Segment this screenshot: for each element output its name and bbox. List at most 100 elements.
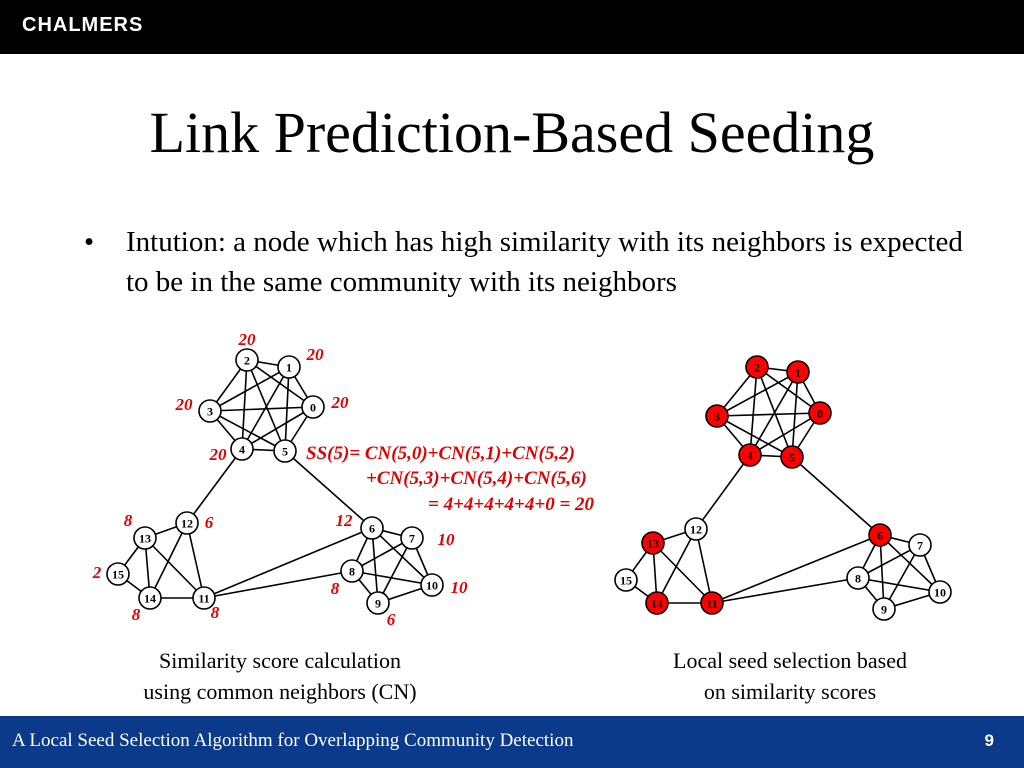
node-label: 9	[375, 597, 381, 611]
graph-node	[192, 586, 216, 610]
node-label: 4	[747, 449, 753, 463]
node-label: 15	[620, 574, 632, 588]
graph-node	[360, 516, 384, 540]
graph-edge	[371, 527, 379, 604]
graph-node	[786, 360, 810, 384]
graph-edge	[716, 412, 821, 417]
similarity-score-label: 20	[331, 393, 350, 412]
graph-node	[684, 517, 708, 541]
node-label: 14	[144, 592, 156, 606]
similarity-score-label: 6	[205, 513, 214, 532]
node-label: 6	[369, 522, 375, 536]
graph-edge	[284, 366, 290, 452]
node-label: 13	[647, 537, 659, 551]
similarity-score-label: 12	[336, 511, 354, 530]
graph-edge	[749, 412, 821, 456]
similarity-score-label: 10	[438, 530, 456, 549]
graph-edge	[241, 366, 290, 450]
similarity-score-label: 8	[331, 579, 340, 598]
graph-node	[928, 580, 952, 604]
graph-node	[277, 355, 301, 379]
graph-node	[366, 591, 390, 615]
slide-title: Link Prediction-Based Seeding	[149, 100, 875, 165]
graph-edge	[186, 448, 243, 524]
graph-edge	[186, 522, 205, 599]
graph-node	[908, 533, 932, 557]
node-label: 12	[690, 523, 702, 537]
node-label: 8	[855, 572, 861, 586]
footer-title: A Local Seed Selection Algorithm for Ove…	[12, 730, 574, 751]
graph-edge	[791, 371, 799, 458]
node-label: 7	[409, 532, 415, 546]
graph-node	[230, 437, 254, 461]
graph-edge	[149, 522, 188, 599]
left-caption-line-1: Similarity score calculation	[159, 648, 401, 673]
graph-edge	[749, 366, 758, 456]
graph-node	[846, 566, 870, 590]
graph-node	[808, 401, 832, 425]
similarity-score-label: 20	[306, 345, 325, 364]
node-label: 12	[181, 517, 193, 531]
node-label: 10	[934, 586, 946, 600]
graph-node	[645, 591, 669, 615]
graph-edge	[241, 406, 314, 450]
graph-node	[614, 568, 638, 592]
formula-line-2: +CN(5,3)+CN(5,4)+CN(5,6)	[366, 468, 587, 489]
node-label: 2	[244, 354, 250, 368]
graph-node	[198, 399, 222, 423]
similarity-score-label: 20	[238, 330, 257, 349]
page-number: 9	[984, 731, 994, 750]
similarity-score-label: 20	[175, 395, 194, 414]
graph-node	[868, 523, 892, 547]
similarity-score-label: 20	[209, 445, 228, 464]
node-label: 9	[881, 603, 887, 617]
graph-node	[738, 443, 762, 467]
left-caption: Similarity score calculation using commo…	[100, 645, 460, 707]
node-label: 14	[651, 597, 663, 611]
node-label: 11	[706, 597, 717, 611]
similarity-score-label: 6	[387, 610, 396, 629]
graph-edge	[656, 528, 697, 604]
graph-edge	[857, 577, 941, 593]
similarity-score-label: 8	[211, 603, 220, 622]
node-label: 5	[789, 451, 795, 465]
left-caption-line-2: using common neighbors (CN)	[143, 679, 417, 704]
footer-bar: A Local Seed Selection Algorithm for Ove…	[0, 716, 1024, 768]
graph-edge	[241, 359, 248, 450]
right-caption-line-1: Local seed selection based	[673, 648, 907, 673]
formula-line-3: = 4+4+4+4+4+0 = 20	[428, 494, 595, 515]
graph-node	[138, 586, 162, 610]
top-bar: CHALMERS	[0, 0, 1024, 54]
graph-edge	[695, 528, 713, 604]
graph-edge	[716, 371, 799, 417]
node-label: 4	[239, 443, 245, 457]
formula-line-1: SS(5)= CN(5,0)+CN(5,1)+CN(5,2)	[306, 443, 575, 464]
graph-edge	[883, 544, 921, 610]
graph-node	[301, 395, 325, 419]
graph-edge	[716, 415, 793, 458]
node-label: 7	[917, 539, 923, 553]
node-label: 0	[310, 401, 316, 415]
graph-edge	[695, 454, 751, 530]
right-caption: Local seed selection based on similarity…	[610, 645, 970, 707]
node-label: 11	[198, 592, 209, 606]
graph-node	[235, 348, 259, 372]
graph-edge	[652, 542, 713, 604]
graph-edge	[203, 527, 373, 599]
node-label: 1	[286, 361, 292, 375]
similarity-formula: SS(5)= CN(5,0)+CN(5,1)+CN(5,2) +CN(5,3)+…	[306, 443, 595, 515]
graph-edge	[879, 534, 885, 610]
bullet-icon: •	[84, 226, 95, 258]
graph-node	[340, 559, 364, 583]
graph-edge	[246, 359, 286, 452]
graph-edge	[351, 570, 433, 586]
graph-node	[420, 573, 444, 597]
graph-node	[700, 591, 724, 615]
node-label: 3	[714, 410, 720, 424]
node-label: 2	[754, 361, 760, 375]
graph-edge	[209, 410, 286, 452]
graph-edge	[209, 366, 290, 412]
